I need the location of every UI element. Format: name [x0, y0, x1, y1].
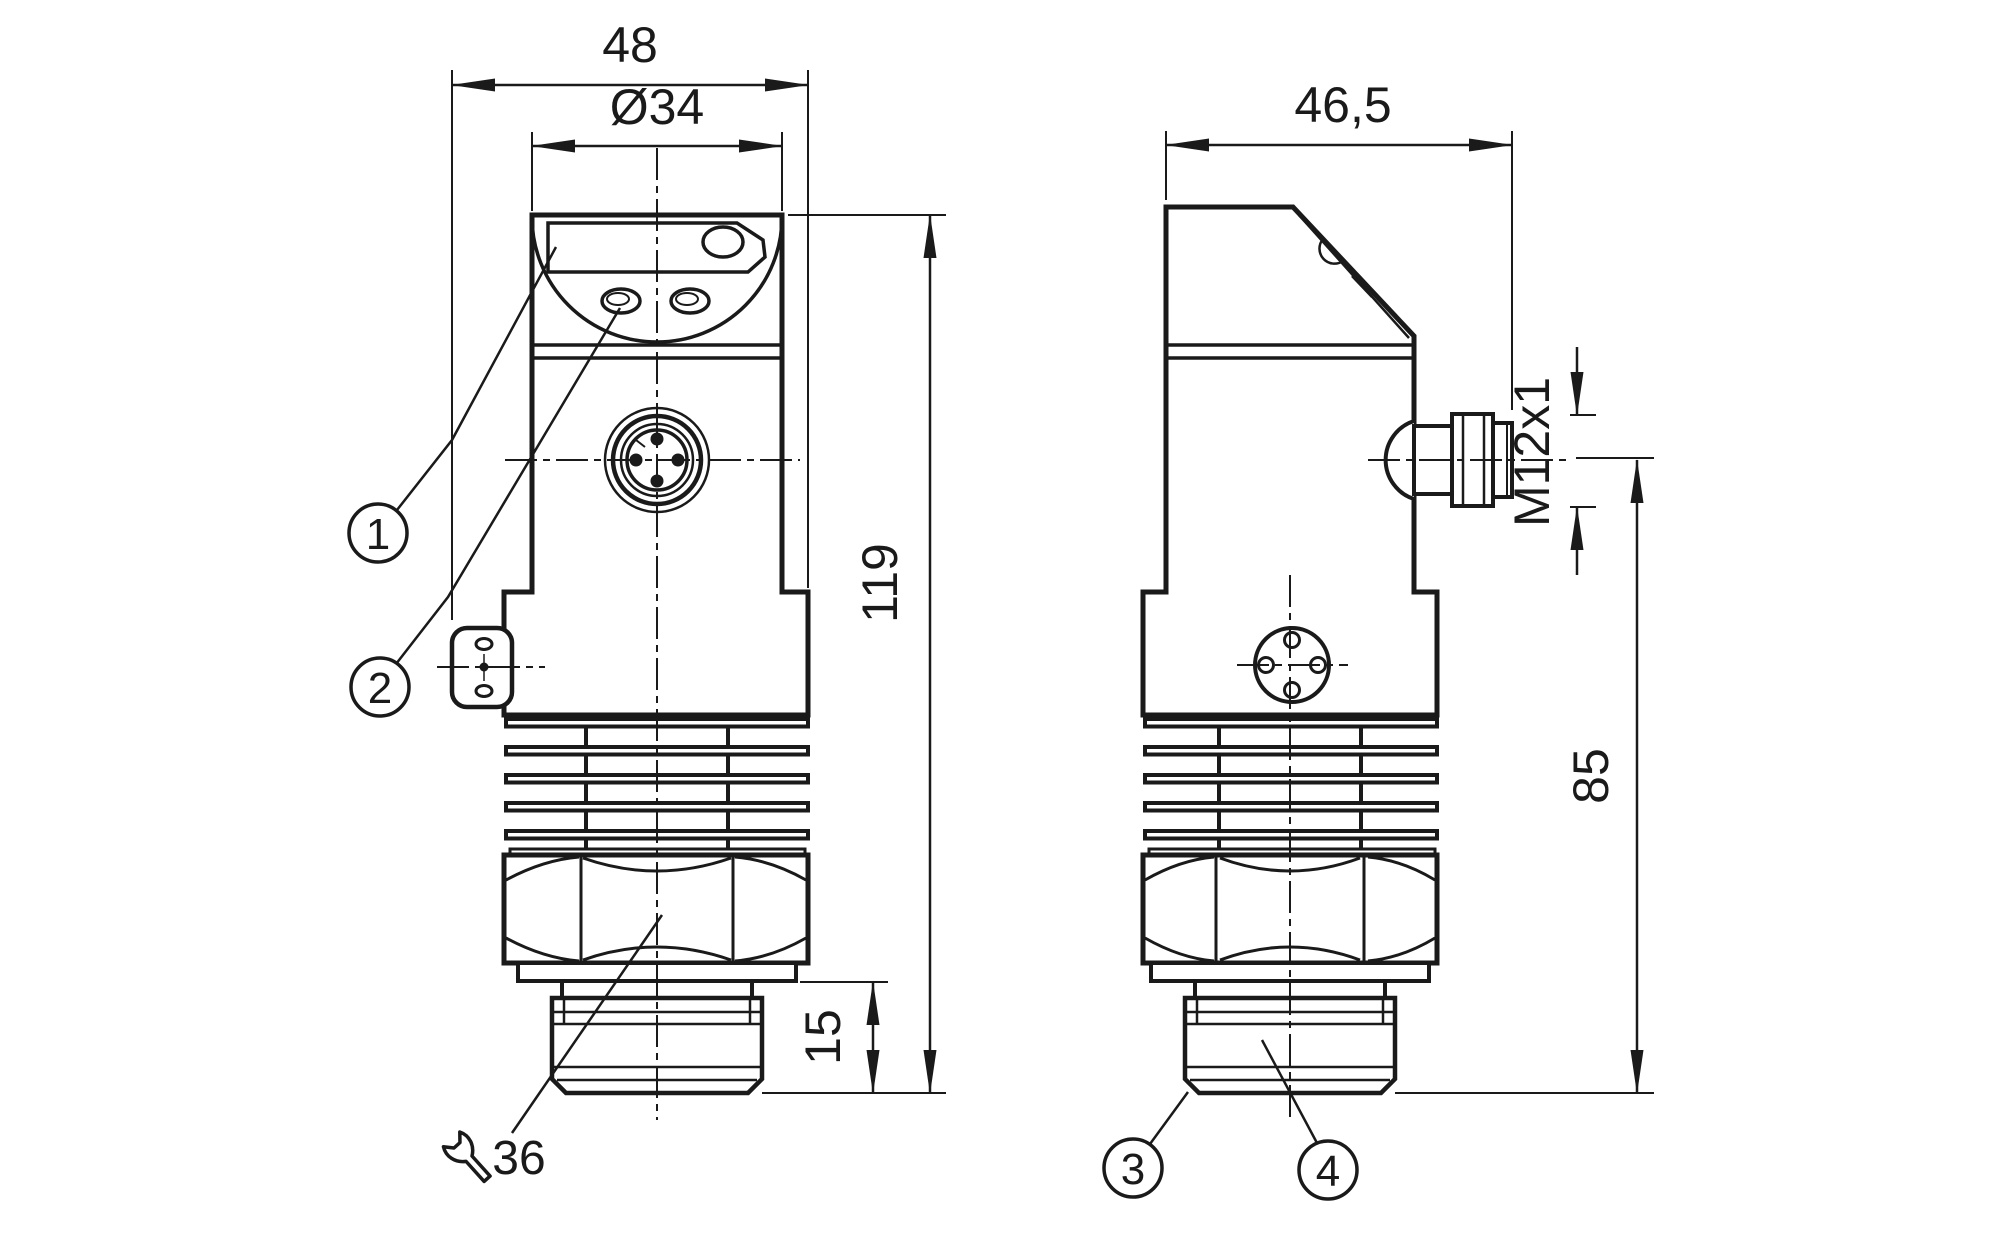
- extension-lines-front: [451, 70, 946, 1094]
- callout-2-leader: [395, 307, 622, 665]
- callout-1-leader: [396, 246, 558, 511]
- wrench-leader: [510, 914, 664, 1134]
- side-centerlines: [1237, 459, 1572, 1118]
- dim-height-to-connector-label: 85: [1563, 748, 1619, 804]
- front-plate-hole: [701, 225, 745, 259]
- front-dimensions: 48 Ø34 119 15: [451, 17, 946, 1094]
- callout-4-label: 4: [1316, 1147, 1340, 1196]
- callout-2-label: 2: [368, 664, 392, 713]
- dim-total-height-label: 119: [852, 543, 908, 623]
- side-dimensions: 46,5 M12x1 85: [1165, 77, 1654, 1094]
- side-body-outline: [1140, 204, 1440, 718]
- callout-1-label: 1: [366, 510, 390, 559]
- callout-3-balloon: [1102, 1137, 1164, 1199]
- side-view: [1140, 204, 1572, 1118]
- dim-head-diameter-label: Ø34: [610, 79, 705, 135]
- callout-4-balloon: [1297, 1139, 1359, 1201]
- wrench-annotation: 36: [441, 914, 664, 1185]
- callout-2-balloon: [349, 656, 411, 718]
- callout-3-label: 3: [1121, 1145, 1145, 1194]
- side-callouts: 3 4: [1102, 1039, 1359, 1201]
- dim-connector-thread-label: M12x1: [1504, 377, 1560, 527]
- dim-depth-label: 46,5: [1294, 77, 1391, 133]
- front-label-plate: [546, 221, 767, 274]
- callout-1-balloon: [347, 502, 409, 564]
- side-display-slope: [1298, 214, 1410, 339]
- dim-thread-length-label: 15: [795, 1009, 851, 1065]
- callout-3-leader: [1148, 1091, 1190, 1145]
- dim-total-width-label: 48: [602, 17, 658, 73]
- side-connector: [1383, 412, 1514, 508]
- front-led-left: [600, 287, 642, 315]
- callout-4-leader: [1260, 1039, 1319, 1144]
- front-view: [437, 148, 811, 1120]
- wrench-size-label: 36: [492, 1132, 545, 1185]
- front-led-right: [669, 287, 711, 315]
- front-callouts: 1 2: [347, 246, 622, 718]
- wrench-icon: [441, 1130, 492, 1184]
- front-centerlines: [437, 148, 800, 1120]
